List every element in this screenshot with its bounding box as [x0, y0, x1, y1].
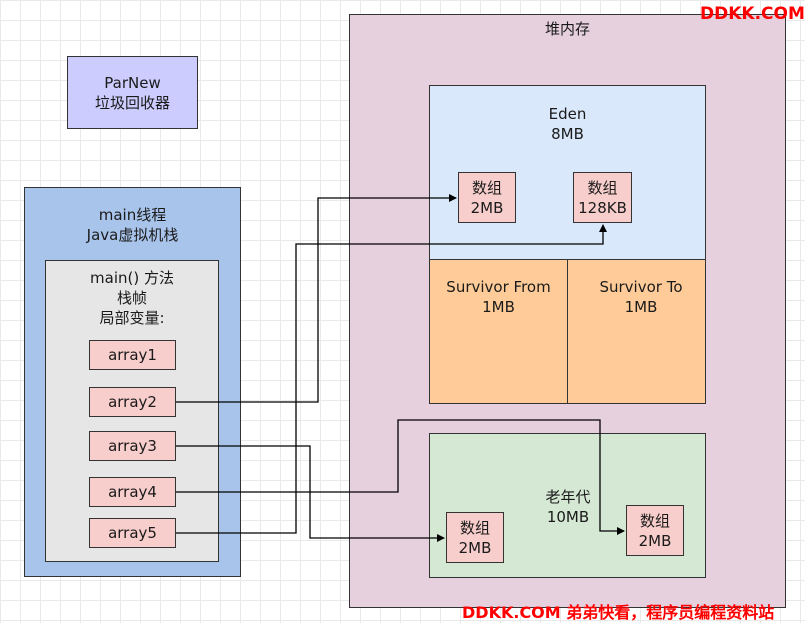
eden-array-2mb-size: 2MB	[470, 198, 504, 217]
old-array-left-size: 2MB	[458, 538, 492, 557]
arrow-array4-to-old-right	[176, 419, 625, 535]
eden-array-128kb-label: 数组	[587, 178, 618, 197]
old-array-right-label: 数组	[639, 511, 670, 530]
survivor-to-space	[567, 259, 706, 404]
survivor-to-size: 1MB	[624, 298, 658, 316]
old-generation-size: 10MB	[546, 508, 590, 526]
watermark-bottom: DDKK.COM 弟弟快看，程序员编程资料站	[462, 603, 775, 622]
eden-array-2mb: 数组 2MB	[458, 172, 516, 223]
eden-array-128kb: 数组 128KB	[573, 172, 632, 223]
variable-array2: array2	[89, 387, 176, 417]
variable-array3: array3	[89, 431, 176, 461]
frame-locals-label: 局部变量:	[99, 309, 165, 327]
variable-array5: array5	[89, 518, 176, 548]
parnew-box: ParNew 垃圾回收器	[67, 56, 198, 129]
watermark-top: DDKK.COM	[700, 4, 805, 24]
main-thread-subtitle: Java虚拟机栈	[86, 226, 179, 244]
old-generation-name: 老年代	[545, 488, 591, 506]
old-array-left-label: 数组	[459, 518, 490, 537]
variable-array5-label: array5	[108, 524, 157, 542]
survivor-to-name: Survivor To	[599, 278, 683, 296]
frame-method-name: main() 方法	[90, 269, 174, 287]
eden-name: Eden	[548, 105, 587, 123]
heap-title: 堆内存	[544, 20, 590, 38]
variable-array4: array4	[89, 477, 176, 507]
survivor-from-space	[429, 259, 568, 404]
variable-array3-label: array3	[108, 437, 157, 455]
old-array-right-size: 2MB	[638, 531, 672, 550]
survivor-from-name: Survivor From	[446, 278, 551, 296]
old-array-left: 数组 2MB	[446, 512, 504, 563]
main-thread-title: main线程	[98, 206, 167, 224]
variable-array1: array1	[89, 340, 176, 370]
arrow-array2-to-eden-2mb	[176, 194, 457, 403]
variable-array1-label: array1	[108, 346, 157, 364]
eden-array-128kb-size: 128KB	[578, 198, 627, 217]
survivor-from-size: 1MB	[482, 298, 515, 316]
arrow-array5-to-eden-128kb	[176, 224, 607, 534]
frame-label: 栈帧	[116, 289, 147, 307]
parnew-sublabel: 垃圾回收器	[94, 93, 170, 112]
old-array-right: 数组 2MB	[626, 505, 684, 556]
parnew-label: ParNew	[104, 73, 161, 92]
variable-array4-label: array4	[108, 483, 157, 501]
eden-size: 8MB	[551, 125, 584, 143]
eden-array-2mb-label: 数组	[471, 178, 502, 197]
variable-array2-label: array2	[108, 393, 157, 411]
